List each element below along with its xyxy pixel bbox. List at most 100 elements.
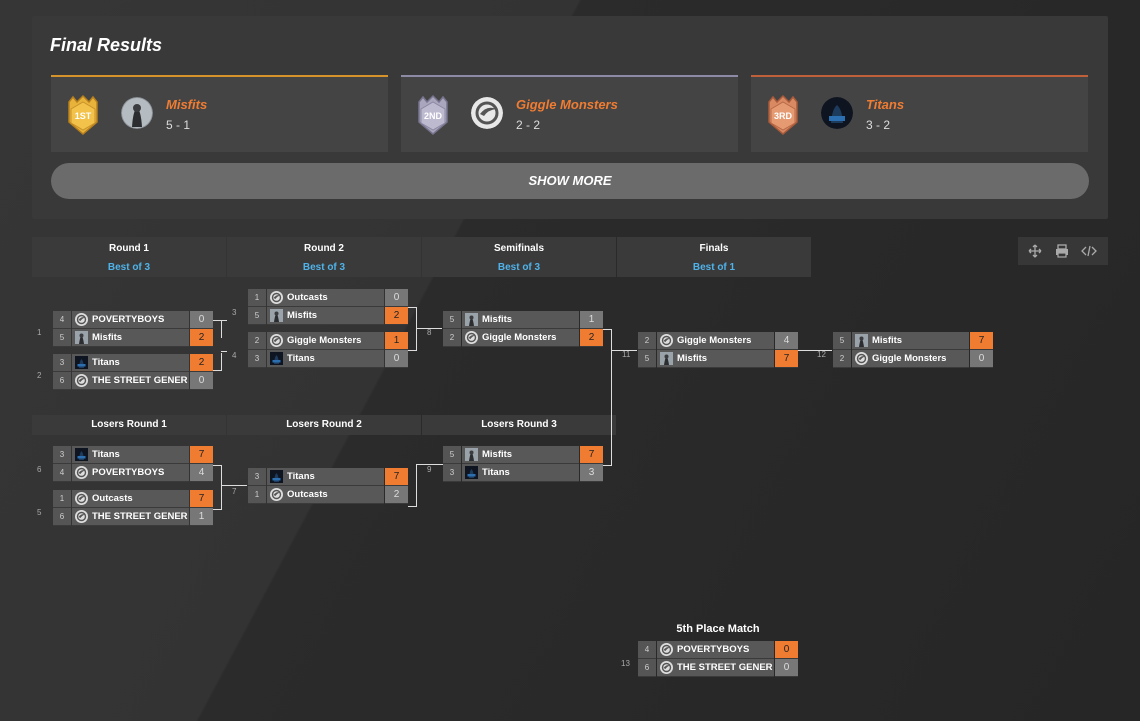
team-name-cell[interactable]: THE STREET GENER <box>72 372 189 390</box>
team-name-cell[interactable]: THE STREET GENER <box>657 659 774 677</box>
team-seed: 5 <box>443 311 461 329</box>
team-name-cell[interactable]: Titans <box>72 446 189 464</box>
match-number: 6 <box>37 465 42 474</box>
team-name-cell[interactable]: Outcasts <box>267 289 384 307</box>
team-name-cell[interactable]: POVERTYBOYS <box>72 311 189 329</box>
team-name-cell[interactable]: POVERTYBOYS <box>72 464 189 482</box>
team-seed: 3 <box>248 350 266 368</box>
embed-code-icon[interactable] <box>1080 243 1098 259</box>
team-name-cell[interactable]: Misfits <box>852 332 969 350</box>
team-seed: 1 <box>53 490 71 508</box>
connector-1-3 <box>213 320 222 338</box>
team-name-cell[interactable]: Titans <box>72 354 189 372</box>
team-name-cell[interactable]: Titans <box>267 350 384 368</box>
team-name-cell[interactable]: Outcasts <box>72 490 189 508</box>
team-seed: 3 <box>248 468 266 486</box>
round-1-format-link[interactable]: Best of 3 <box>107 262 151 273</box>
team-name-cell[interactable]: Misfits <box>72 329 189 347</box>
connector-3-4-8 <box>408 307 417 351</box>
semifinals-header: Semifinals Best of 3 <box>422 237 616 277</box>
team-name: Titans <box>482 467 510 478</box>
show-more-button[interactable]: SHOW MORE <box>51 163 1089 199</box>
svg-text:3RD: 3RD <box>774 111 793 121</box>
team-name-cell[interactable]: Outcasts <box>267 486 384 504</box>
third-place-card[interactable]: 3RD Titans 3 - 2 <box>751 75 1088 152</box>
team-seed: 5 <box>833 332 851 350</box>
first-place-card[interactable]: 1ST Misfits 5 - 1 <box>51 75 388 152</box>
team-score: 7 <box>775 350 798 368</box>
connector-2-4 <box>213 353 222 371</box>
team-name-cell[interactable]: Giggle Monsters <box>267 332 384 350</box>
team-name-cell[interactable]: Titans <box>462 464 579 482</box>
team-name-cell[interactable]: Titans <box>267 468 384 486</box>
team-name-cell[interactable]: Giggle Monsters <box>657 332 774 350</box>
move-icon[interactable] <box>1026 243 1044 259</box>
second-place-card[interactable]: 2ND Giggle Monsters 2 - 2 <box>401 75 738 152</box>
connector-6-5-7 <box>213 465 222 510</box>
first-place-team[interactable]: Misfits <box>166 97 208 112</box>
round-2-format-link[interactable]: Best of 3 <box>302 262 346 273</box>
print-icon[interactable] <box>1053 243 1071 259</box>
round-1-title: Round 1 <box>109 243 149 254</box>
semifinals-format-link[interactable]: Best of 3 <box>497 262 541 273</box>
team-score: 0 <box>970 350 993 368</box>
team-seed: 2 <box>638 332 656 350</box>
second-place-team[interactable]: Giggle Monsters <box>516 97 618 112</box>
third-place-team[interactable]: Titans <box>866 97 905 112</box>
team-name-cell[interactable]: Misfits <box>657 350 774 368</box>
connector-9-in <box>416 464 443 487</box>
misfits-logo-icon <box>121 97 153 129</box>
team-name-cell[interactable]: Giggle Monsters <box>462 329 579 347</box>
connector-8-in <box>416 328 442 330</box>
team-name: Giggle Monsters <box>287 335 362 346</box>
team-name: Outcasts <box>287 489 328 500</box>
team-score: 2 <box>385 486 408 504</box>
team-seed: 4 <box>638 641 656 659</box>
connector-11-12 <box>798 350 832 352</box>
team-name-cell[interactable]: Misfits <box>462 311 579 329</box>
team-name-cell[interactable]: Misfits <box>462 446 579 464</box>
team-seed: 3 <box>443 464 461 482</box>
team-name-cell[interactable]: Misfits <box>267 307 384 325</box>
team-name-cell[interactable]: Giggle Monsters <box>852 350 969 368</box>
finals-format-link[interactable]: Best of 1 <box>692 262 736 273</box>
team-name-cell[interactable]: THE STREET GENER <box>72 508 189 526</box>
team-name-cell[interactable]: POVERTYBOYS <box>657 641 774 659</box>
